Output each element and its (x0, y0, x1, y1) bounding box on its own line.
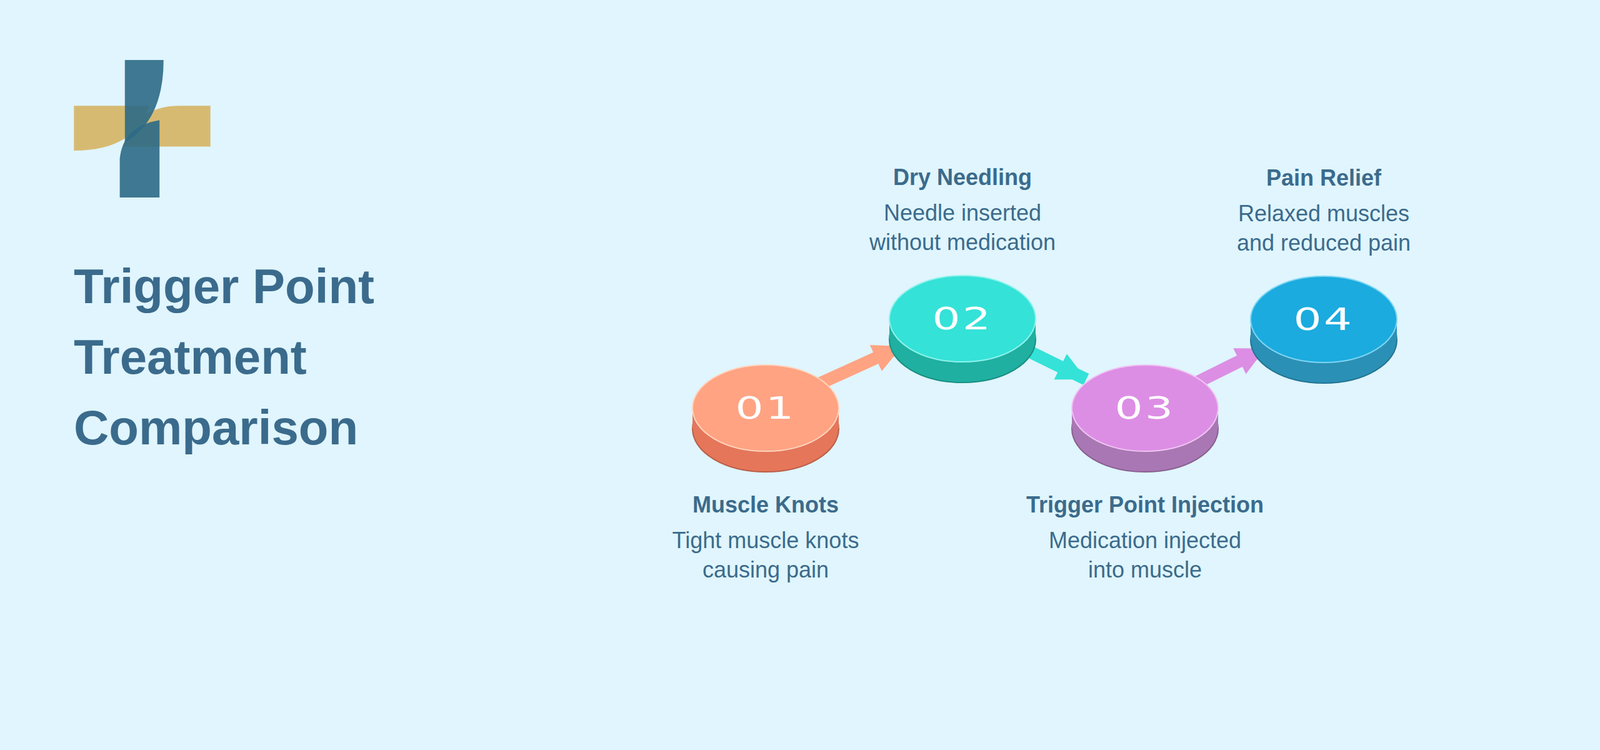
step-caption: Muscle KnotsTight muscle knots causing p… (578, 490, 954, 585)
diagram-title: Trigger Point Treatment Comparison (73, 251, 424, 464)
step-heading: Dry Needling (775, 162, 1150, 192)
step-disc: 03Trigger Point InjectionMedication inje… (1071, 365, 1219, 473)
step-description: Tight muscle knots causing pain (665, 525, 866, 585)
step-caption: Dry NeedlingNeedle inserted without medi… (775, 162, 1150, 257)
step-number: 02 (875, 283, 1050, 354)
logo-piece (120, 120, 160, 198)
step-description: Needle inserted without medication (862, 198, 1063, 257)
step-number: 03 (1058, 372, 1232, 444)
step-disc: 01Muscle KnotsTight muscle knots causing… (691, 365, 840, 473)
step-heading: Trigger Point Injection (957, 490, 1333, 520)
step-number: 01 (678, 372, 853, 444)
step-description: Relaxed muscles and reduced pain (1223, 198, 1424, 258)
step-description: Medication injected into muscle (1045, 525, 1245, 585)
step-heading: Pain Relief (1136, 163, 1512, 193)
logo-mark (73, 60, 211, 198)
step-caption: Pain ReliefRelaxed muscles and reduced p… (1136, 163, 1512, 258)
step-caption: Trigger Point InjectionMedication inject… (957, 490, 1333, 585)
step-number: 04 (1236, 283, 1411, 355)
step-disc: 04Pain ReliefRelaxed muscles and reduced… (1250, 276, 1398, 384)
step-disc: 02Dry NeedlingNeedle inserted without me… (888, 275, 1037, 384)
flow-arrow (820, 346, 902, 384)
step-heading: Muscle Knots (578, 490, 954, 520)
